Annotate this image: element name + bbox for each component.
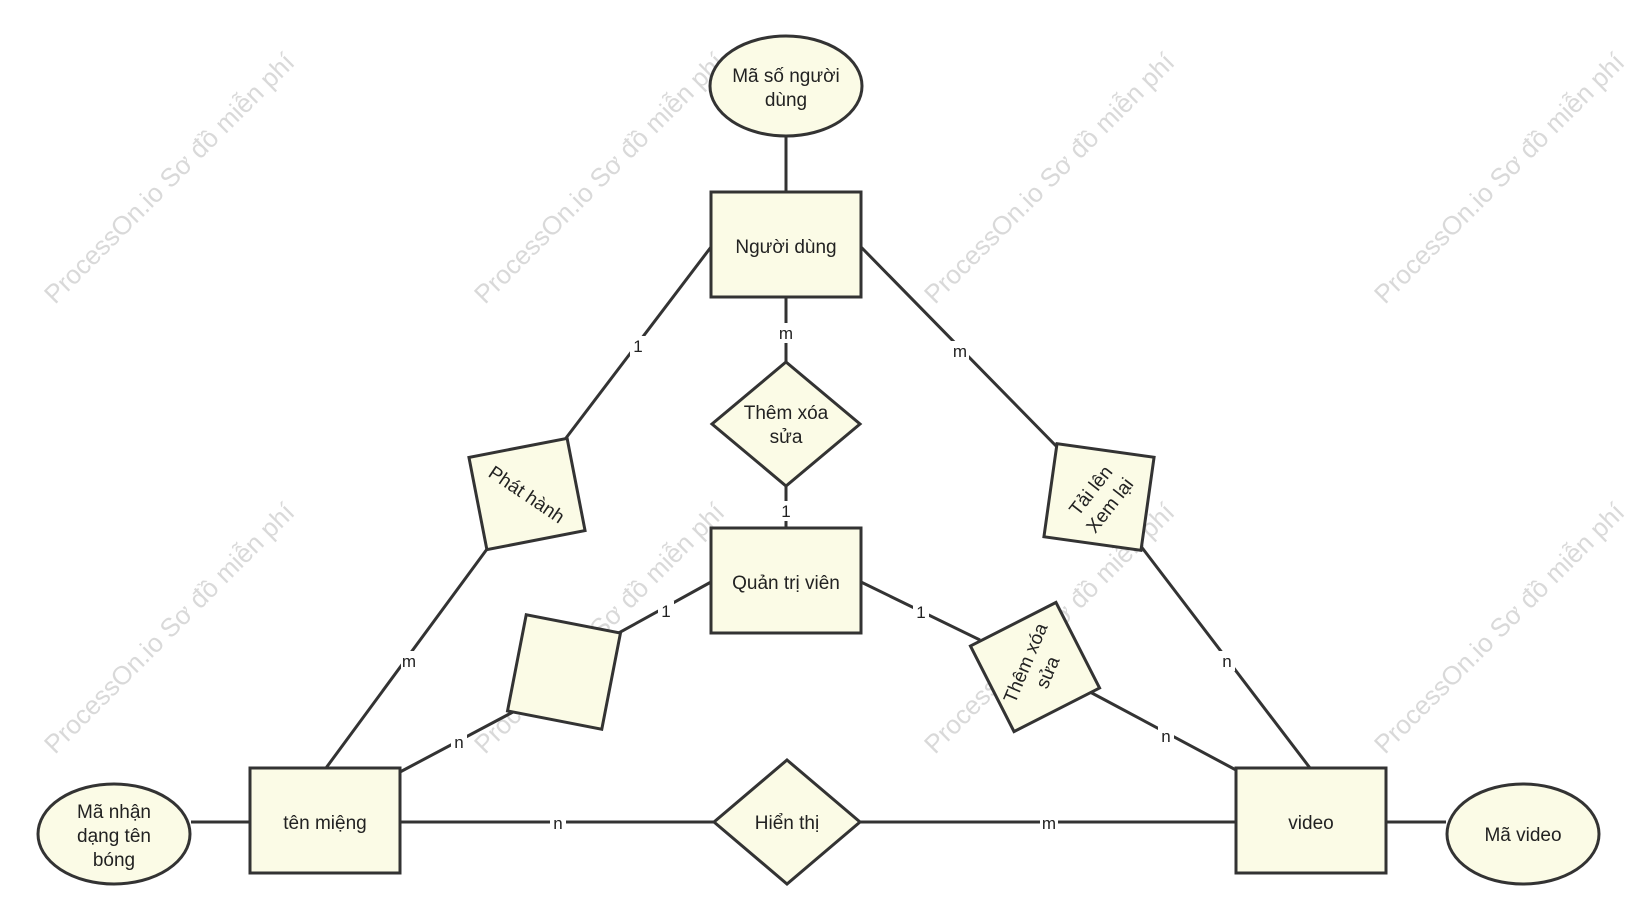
relationship-label-line: Hiển thị	[755, 813, 819, 834]
cardinality-publish-nick: m	[402, 652, 416, 671]
entity-label: Người dùng	[735, 237, 836, 258]
entity-label: Quản trị viên	[732, 573, 840, 594]
watermark: ProcessOn.io Sơ đồ miễn phí	[918, 47, 1181, 310]
attribute-video-id[interactable]: Mã video	[1445, 782, 1601, 886]
cardinality-admin-crudvideo: 1	[916, 603, 925, 622]
watermark: ProcessOn.io Sơ đồ miễn phí	[468, 47, 731, 310]
entity-video[interactable]: video	[1234, 766, 1388, 875]
cardinality-admin-manage: 1	[661, 602, 670, 621]
entity-nickname[interactable]: tên miệng	[248, 766, 402, 875]
relationship-upload[interactable]: Tải lên Xem lại	[1042, 441, 1156, 553]
attribute-user-id[interactable]: Mã số người dùng	[708, 34, 864, 138]
cardinality-manage-nick: n	[454, 733, 463, 752]
attribute-nick-id[interactable]: Mã nhận dạng tên bóng	[36, 782, 192, 886]
cardinality-crudvideo-video: n	[1161, 727, 1170, 746]
relationship-crud-video[interactable]: Thêm xóa sửa	[968, 600, 1102, 734]
relationship-display[interactable]: Hiển thị	[711, 758, 863, 886]
cardinality-nick-display: n	[553, 814, 562, 833]
watermark: ProcessOn.io Sơ đồ miễn phí	[1368, 47, 1631, 310]
cardinality-user-crud: m	[779, 324, 793, 343]
cardinality-labels: 1 m m 1 m n 1 n 1 n n m	[401, 323, 1235, 833]
attribute-label-line: dùng	[765, 90, 807, 111]
attribute-label-line: bóng	[93, 850, 135, 871]
relationship-crud-top[interactable]: Thêm xóa sửa	[709, 360, 863, 488]
relationship-label-line: sửa	[770, 427, 803, 448]
cardinality-upload-video: n	[1222, 652, 1231, 671]
watermark: ProcessOn.io Sơ đồ miễn phí	[1368, 497, 1631, 760]
entity-user[interactable]: Người dùng	[709, 190, 863, 299]
cardinality-display-video: m	[1042, 814, 1056, 833]
cardinality-crud-admin: 1	[781, 502, 790, 521]
attribute-label-line: Mã video	[1484, 825, 1561, 846]
relationship-manage-nick[interactable]	[505, 612, 623, 732]
relationship-publish[interactable]: Phát hành	[467, 436, 587, 552]
attribute-label-line: Mã nhận	[77, 802, 151, 823]
watermark: ProcessOn.io Sơ đồ miễn phí	[38, 497, 301, 760]
attribute-label-line: dạng tên	[77, 826, 151, 847]
entity-admin[interactable]: Quản trị viên	[709, 526, 863, 635]
cardinality-user-publish: 1	[633, 337, 642, 356]
relationship-label-line: Thêm xóa	[744, 403, 829, 424]
attribute-label-line: Mã số người	[732, 66, 840, 87]
cardinality-user-upload: m	[953, 342, 967, 361]
entity-label: video	[1288, 813, 1333, 834]
entity-label: tên miệng	[283, 813, 366, 834]
watermark: ProcessOn.io Sơ đồ miễn phí	[38, 47, 301, 310]
